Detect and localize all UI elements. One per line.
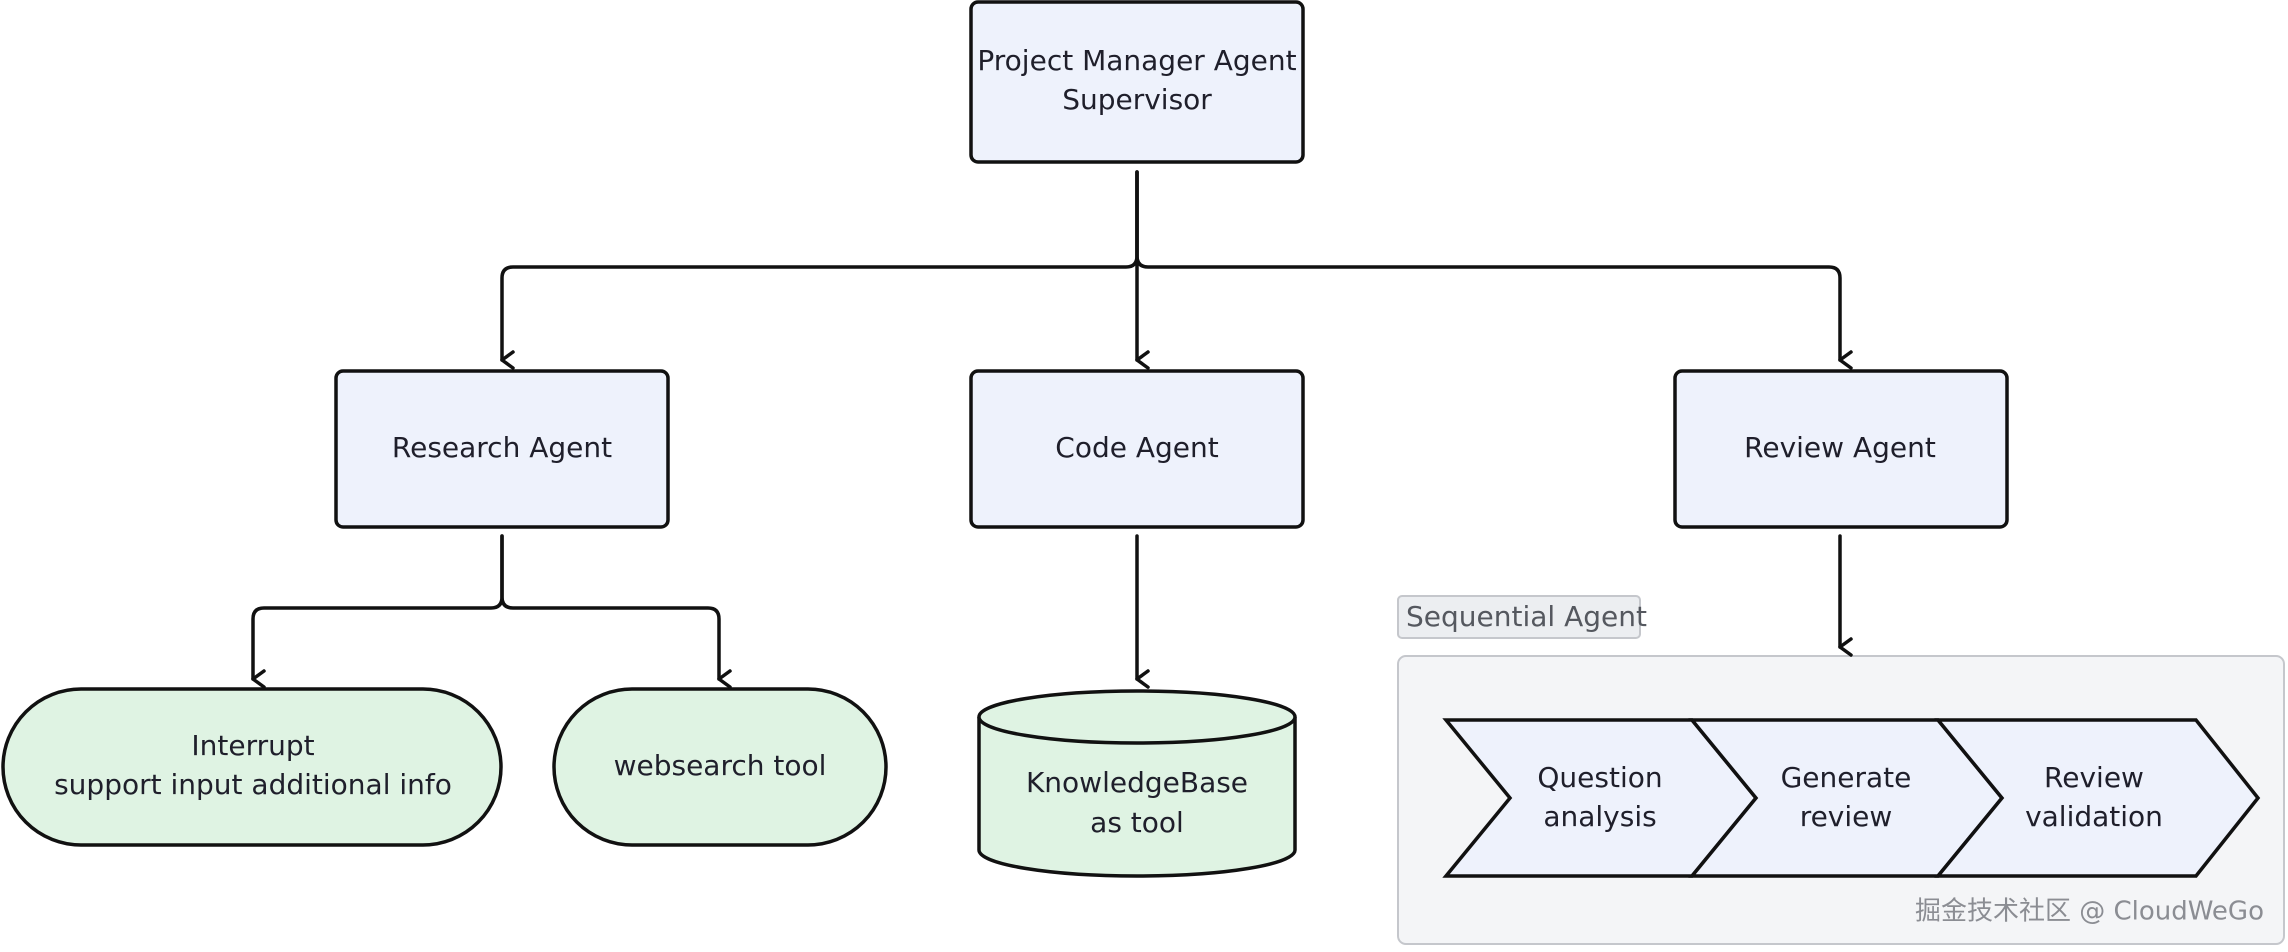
interrupt-subtitle: support input additional info [54, 768, 452, 801]
step-2-line2: review [1800, 800, 1893, 833]
code-agent-label: Code Agent [1055, 431, 1218, 464]
supervisor-subtitle: Supervisor [1062, 83, 1212, 116]
sequential-agent-tag [1397, 595, 1641, 639]
step-1-line1: Question [1537, 761, 1662, 794]
edge-supervisor-review [1135, 170, 1853, 370]
edge-research-websearch [500, 534, 732, 689]
review-agent-node: Review Agent [1673, 369, 2009, 529]
step-2-line1: Generate [1781, 761, 1912, 794]
step-1-line2: analysis [1543, 800, 1656, 833]
websearch-tool-node: websearch tool [552, 687, 888, 847]
knowledgebase-node: KnowledgeBase as tool [977, 689, 1297, 878]
knowledgebase-cylinder-body [977, 717, 1297, 878]
research-agent-node: Research Agent [334, 369, 670, 529]
interrupt-title: Interrupt [191, 729, 314, 762]
edge-research-interrupt [251, 534, 504, 689]
research-agent-label: Research Agent [392, 431, 612, 464]
review-agent-label: Review Agent [1744, 431, 1936, 464]
sequential-agent-label: Sequential Agent [1406, 600, 1647, 633]
step-3-line2: validation [2025, 800, 2163, 833]
supervisor-title: Project Manager Agent [977, 44, 1296, 77]
sequential-step-3: Review validation [1934, 718, 2261, 878]
interrupt-node: Interrupt support input additional info [1, 687, 503, 847]
edge-supervisor-research [500, 170, 1139, 370]
watermark: 掘金技术社区 @ CloudWeGo [1915, 897, 2264, 927]
websearch-tool-label: websearch tool [614, 749, 827, 782]
edges [251, 170, 1853, 689]
step-3-line1: Review [2044, 761, 2144, 794]
knowledgebase-subtitle: as tool [1090, 806, 1184, 839]
supervisor-node: Project Manager Agent Supervisor [969, 0, 1305, 164]
knowledgebase-title: KnowledgeBase [1026, 766, 1248, 799]
code-agent-node: Code Agent [969, 369, 1305, 529]
knowledgebase-cylinder-top [977, 689, 1297, 745]
